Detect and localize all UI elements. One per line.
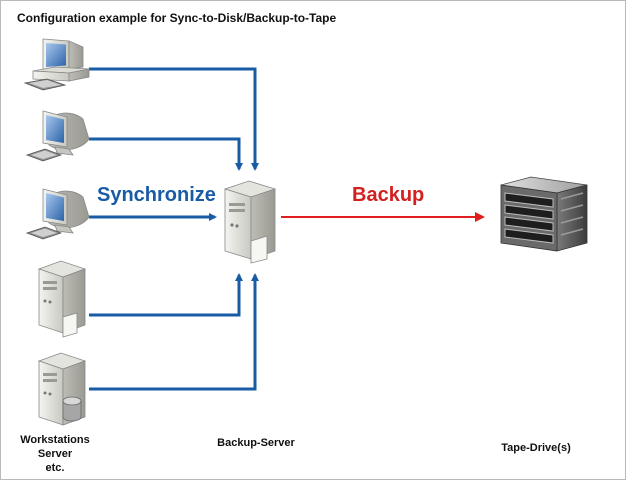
workstations-caption-line: etc. bbox=[45, 462, 65, 474]
synchronize-label: Synchronize bbox=[97, 184, 216, 206]
database-server-icon bbox=[37, 352, 87, 426]
desktop-computer-icon bbox=[23, 38, 90, 91]
workstations-caption-line: Server bbox=[37, 448, 73, 460]
workstations-caption-line: Workstations bbox=[20, 434, 90, 446]
tower-server-icon bbox=[37, 260, 87, 338]
crt-workstation-icon bbox=[25, 110, 90, 162]
sync-arrow-workstation-1 bbox=[89, 137, 243, 171]
sync-arrow-server-1 bbox=[89, 273, 243, 317]
sync-arrow-server-2 bbox=[89, 273, 259, 391]
sync-arrows bbox=[89, 67, 259, 391]
tape-drive-caption: Tape-Drive(s) bbox=[501, 442, 571, 454]
tape-drive-icon bbox=[500, 176, 588, 252]
crt-workstation-icon bbox=[25, 188, 90, 240]
backup-label: Backup bbox=[352, 184, 425, 206]
workstations-caption: Workstations Server etc. bbox=[13, 433, 97, 475]
diagram-title: Configuration example for Sync-to-Disk/B… bbox=[17, 11, 337, 25]
sync-arrow-desktop-1 bbox=[89, 67, 259, 171]
backup-server-icon bbox=[223, 180, 277, 264]
backup-server-caption: Backup-Server bbox=[217, 437, 295, 449]
